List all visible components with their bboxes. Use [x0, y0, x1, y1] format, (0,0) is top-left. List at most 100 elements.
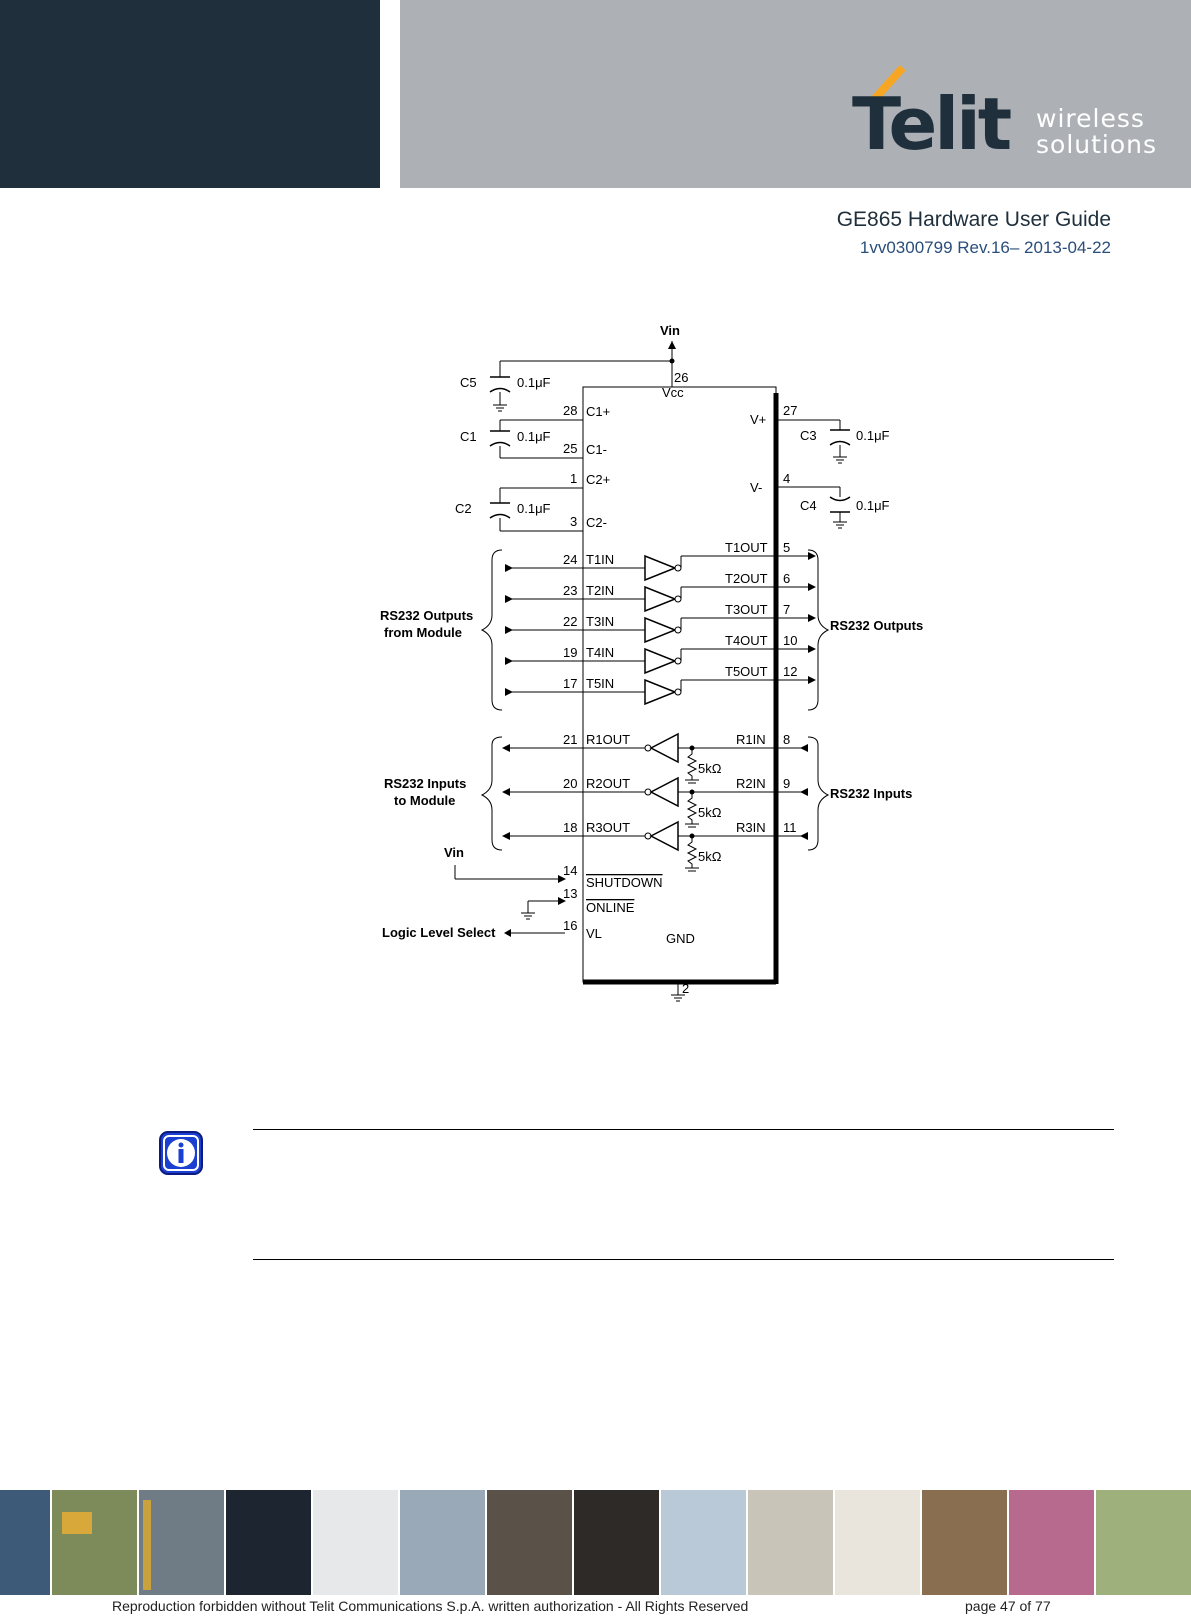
tx-input-arrow [505, 626, 513, 634]
tx-output-arrow [808, 645, 816, 653]
tx-in-pin: 22 [563, 614, 577, 629]
tx-buffer [644, 585, 678, 613]
rx-left-group-label-2: to Module [394, 793, 455, 808]
pin-3-label: C2- [586, 515, 607, 530]
tx-in-pin: 19 [563, 645, 577, 660]
rx-output-arrow [502, 744, 510, 752]
logo-tagline-line1: wireless [1036, 104, 1145, 133]
c5-name: C5 [460, 375, 477, 390]
telit-logo: Telit wireless solutions [840, 60, 1160, 170]
document-revision: 1vv0300799 Rev.16– 2013-04-22 [859, 238, 1111, 257]
rx-input-arrow [800, 788, 808, 796]
footer-copyright: Reproduction forbidden without Telit Com… [112, 1598, 749, 1614]
tx-input-arrow [505, 657, 513, 665]
pin-1: 1 [570, 471, 577, 486]
logic-level-select-label: Logic Level Select [382, 925, 496, 940]
tx-out-pin: 5 [783, 540, 790, 555]
tx-buffer [644, 678, 678, 706]
c3-value: 0.1μF [856, 428, 890, 443]
tx-input-arrow [505, 688, 513, 696]
pin-28: 28 [563, 403, 577, 418]
tx-out-pin: 10 [783, 633, 797, 648]
tx-in-label: T5IN [586, 676, 614, 691]
online-label: ONLINE [586, 900, 635, 915]
tx-in-label: T4IN [586, 645, 614, 660]
resistor-value: 5kΩ [698, 805, 722, 820]
c1-name: C1 [460, 429, 477, 444]
pin-3: 3 [570, 514, 577, 529]
tx-buffer [644, 647, 678, 675]
tx-output-arrow [808, 676, 816, 684]
pin-16: 16 [563, 918, 577, 933]
resistor-value: 5kΩ [698, 849, 722, 864]
rx-buffer [649, 732, 679, 764]
rx-out-label: R3OUT [586, 820, 630, 835]
rx-out-pin: 21 [563, 732, 577, 747]
tx-in-pin: 17 [563, 676, 577, 691]
rx-in-pin: 11 [783, 820, 797, 835]
rx-in-label: R2IN [736, 776, 766, 791]
pin-27: 27 [783, 403, 797, 418]
c4-value: 0.1μF [856, 498, 890, 513]
tx-output-arrow [808, 552, 816, 560]
c1-value: 0.1μF [517, 429, 551, 444]
tx-out-pin: 7 [783, 602, 790, 617]
header-dark-block [0, 0, 380, 188]
tx-out-pin: 12 [783, 664, 797, 679]
tx-buffer [644, 554, 678, 582]
tx-buffer [644, 616, 678, 644]
logo-tagline-line2: solutions [1036, 130, 1158, 160]
tx-out-label: T4OUT [725, 633, 768, 648]
logo-word: Telit [852, 82, 1012, 166]
pin-27-label: V+ [750, 412, 766, 427]
resistor-value: 5kΩ [698, 761, 722, 776]
pulldown-resistor [686, 748, 698, 780]
rx-output-arrow [502, 788, 510, 796]
tx-left-group-label-2: from Module [384, 625, 462, 640]
tx-out-pin: 6 [783, 571, 790, 586]
pin-25-label: C1- [586, 442, 607, 457]
tx-in-pin: 24 [563, 552, 577, 567]
vin-bottom-label: Vin [444, 845, 464, 860]
footer-page-number: page 47 of 77 [965, 1598, 1051, 1614]
rs232-transceiver-schematic: Vin 26 Vcc C5 0.1μF C1 0.1μF C2 0.1μF C3… [380, 325, 923, 1002]
pin-28-label: C1+ [586, 404, 610, 419]
rx-in-pin: 8 [783, 732, 790, 747]
c2-name: C2 [455, 501, 472, 516]
footer-photo-strip [0, 1490, 1191, 1595]
pin-13: 13 [563, 886, 577, 901]
tx-out-label: T2OUT [725, 571, 768, 586]
logo-tagline: wireless solutions [1036, 104, 1158, 160]
note-top-rule [253, 1129, 1114, 1130]
pin-25: 25 [563, 441, 577, 456]
pulldown-resistor [686, 792, 698, 824]
tx-input-arrow [505, 595, 513, 603]
document-title: GE865 Hardware User Guide [836, 208, 1111, 231]
rx-left-group-label-1: RS232 Inputs [384, 776, 466, 791]
vin-top-label: Vin [660, 325, 680, 338]
tx-out-label: T5OUT [725, 664, 768, 679]
pin-4-label: V- [750, 480, 762, 495]
pulldown-resistor [686, 836, 698, 868]
vcc-label: Vcc [662, 385, 684, 400]
rx-right-group-label: RS232 Inputs [830, 786, 912, 801]
rx-out-pin: 20 [563, 776, 577, 791]
tx-in-label: T1IN [586, 552, 614, 567]
rx-buffer [649, 776, 679, 808]
c4-name: C4 [800, 498, 817, 513]
vcc-pin: 26 [674, 370, 688, 385]
pin-14: 14 [563, 863, 577, 878]
rx-in-label: R3IN [736, 820, 766, 835]
tx-in-label: T2IN [586, 583, 614, 598]
gnd-pin: 2 [682, 981, 689, 996]
pin-1-label: C2+ [586, 472, 610, 487]
rx-input-arrow [800, 832, 808, 840]
rx-input-arrow [800, 744, 808, 752]
tx-output-arrow [808, 614, 816, 622]
gnd-label: GND [666, 931, 695, 946]
info-icon [159, 1131, 203, 1175]
c2-value: 0.1μF [517, 501, 551, 516]
tx-left-group-label-1: RS232 Outputs [380, 608, 473, 623]
